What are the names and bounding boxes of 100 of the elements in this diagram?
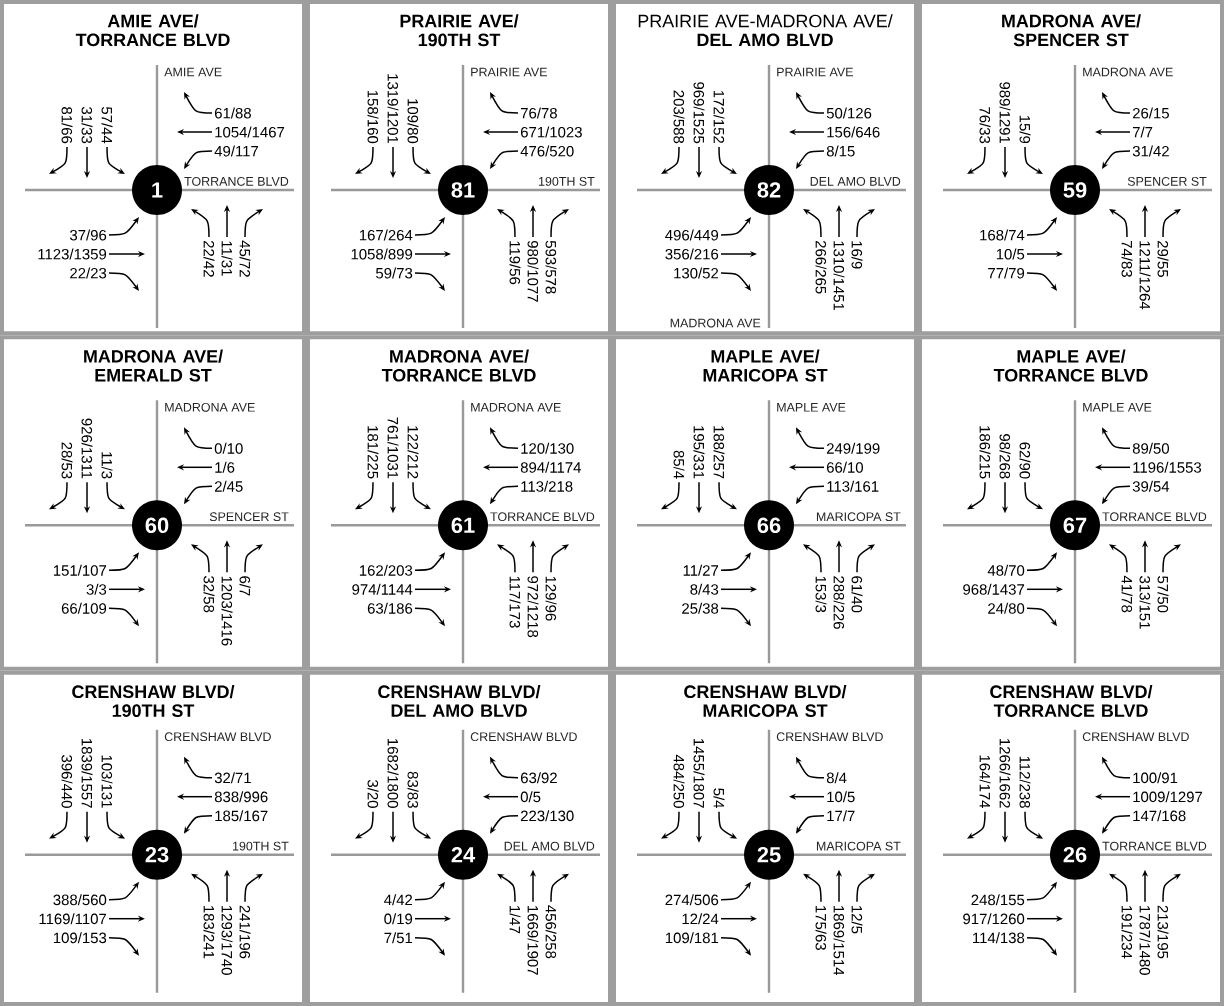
panel-box xyxy=(612,335,918,671)
street-name: MAPLE AVE xyxy=(777,403,846,412)
count-label: 109/153 xyxy=(53,932,107,944)
count-label: 671/1023 xyxy=(520,126,582,138)
count-label: 7/51 xyxy=(384,932,413,944)
street-name: 190TH ST xyxy=(233,841,289,851)
count-label: 74/83 xyxy=(1121,240,1133,277)
count-label: 45/72 xyxy=(239,240,251,277)
count-label: 129/96 xyxy=(545,576,557,621)
count-label: 926/1311 xyxy=(81,418,93,479)
count-label: 76/33 xyxy=(979,107,991,144)
count-label: 50/126 xyxy=(826,107,872,119)
count-label: 974/1144 xyxy=(352,583,413,595)
panel-box xyxy=(306,670,612,1006)
count-label: 31/42 xyxy=(1132,145,1169,157)
count-label: 1839/1557 xyxy=(81,739,93,808)
panel-title: CRENSHAW BLVD/ MARICOPA ST xyxy=(684,684,847,717)
count-label: 168/74 xyxy=(980,229,1025,241)
count-label: 62/90 xyxy=(1019,442,1031,479)
count-label: 22/42 xyxy=(203,240,215,277)
panel-title: CRENSHAW BLVD/ TORRANCE BLVD xyxy=(990,684,1153,717)
count-label: 22/23 xyxy=(70,267,107,279)
street-name: 190TH ST xyxy=(539,177,595,186)
count-label: 274/506 xyxy=(665,894,719,906)
count-label: 12/24 xyxy=(682,913,719,925)
count-label: 29/55 xyxy=(1157,240,1169,277)
count-label: 288/226 xyxy=(833,576,845,629)
count-label: 2/45 xyxy=(214,480,243,492)
count-label: 972/1218 xyxy=(527,576,539,638)
street-name: CRENSHAW BLVD xyxy=(470,732,577,742)
count-label: 156/646 xyxy=(827,126,880,138)
panel-title: MADRONA AVE/ SPENCER ST xyxy=(1002,14,1141,47)
count-label: 1211/1264 xyxy=(1139,241,1151,310)
count-label: 113/161 xyxy=(827,480,879,492)
count-label: 114/138 xyxy=(973,932,1025,944)
street-name: MADRONA AVE xyxy=(670,318,761,328)
count-label: 7/7 xyxy=(1132,126,1153,138)
panel-box xyxy=(612,670,918,1006)
count-label: 63/92 xyxy=(520,772,557,784)
count-label: 113/218 xyxy=(521,480,573,492)
panel-box xyxy=(0,335,306,671)
count-label: 223/130 xyxy=(520,810,574,822)
count-label: 153/3 xyxy=(815,576,827,613)
street-name: MADRONA AVE xyxy=(471,402,561,412)
count-label: 1054/1467 xyxy=(215,126,285,138)
count-label: 81/66 xyxy=(61,107,73,144)
count-label: 1787/1480 xyxy=(1139,906,1151,975)
count-label: 3/20 xyxy=(367,780,379,808)
count-label: 484/250 xyxy=(673,754,685,808)
count-label: 41/78 xyxy=(1121,575,1133,613)
count-label: 241/196 xyxy=(239,905,251,959)
street-name: TORRANCE BLVD xyxy=(490,512,595,522)
count-label: 59/73 xyxy=(376,267,413,279)
count-label: 181/225 xyxy=(367,426,379,479)
panel-title: MADRONA AVE/ EMERALD ST xyxy=(84,349,223,382)
count-label: 248/155 xyxy=(971,894,1025,906)
count-label: 175/63 xyxy=(815,906,827,950)
street-name: CRENSHAW BLVD xyxy=(776,732,883,742)
count-label: 76/78 xyxy=(520,107,557,119)
count-label: 188/257 xyxy=(713,426,725,479)
panel-title: MADRONA AVE/ TORRANCE BLVD xyxy=(381,349,536,382)
count-label: 1869/1514 xyxy=(833,906,845,976)
count-label: 147/168 xyxy=(1133,810,1186,822)
street-name: DEL AMO BLVD xyxy=(504,841,595,851)
street-name: CRENSHAW BLVD xyxy=(164,732,271,742)
count-label: 249/199 xyxy=(826,442,880,454)
street-name: CRENSHAW BLVD xyxy=(1082,732,1189,742)
count-label: 1293/1740 xyxy=(221,906,233,975)
count-label: 77/79 xyxy=(988,267,1025,279)
panel-box xyxy=(918,0,1224,336)
street-name: MAPLE AVE xyxy=(1083,403,1152,412)
count-label: 16/9 xyxy=(851,241,863,269)
panel-box xyxy=(918,335,1224,671)
count-label: 15/9 xyxy=(1019,115,1031,144)
count-label: 12/5 xyxy=(851,906,863,934)
count-label: 266/265 xyxy=(815,240,827,294)
count-label: 1058/899 xyxy=(351,248,413,260)
count-label: 17/7 xyxy=(827,810,855,822)
count-label: 37/96 xyxy=(69,229,107,241)
count-label: 593/578 xyxy=(545,240,557,294)
count-label: 356/216 xyxy=(665,248,719,260)
count-label: 11/31 xyxy=(221,241,233,276)
count-label: 61/88 xyxy=(214,107,251,119)
count-label: 1169/1107 xyxy=(39,913,107,925)
panel-title: AMIE AVE/ TORRANCE BLVD xyxy=(75,14,230,47)
count-label: 109/80 xyxy=(407,99,419,144)
count-label: 57/44 xyxy=(101,107,113,144)
count-label: 1669/1907 xyxy=(527,906,539,975)
count-label: 191/234 xyxy=(1121,906,1133,959)
count-label: 917/1260 xyxy=(963,913,1025,925)
panel-box xyxy=(612,0,918,336)
count-label: 396/440 xyxy=(61,755,73,808)
count-label: 83/83 xyxy=(407,771,419,808)
count-label: 24/80 xyxy=(988,602,1025,614)
count-label: 1455/1807 xyxy=(693,739,705,808)
count-label: 89/50 xyxy=(1132,442,1169,454)
panel-title: MAPLE AVE/ MARICOPA ST xyxy=(703,349,828,382)
count-label: 0/10 xyxy=(214,442,243,454)
count-label: 85/4 xyxy=(673,450,685,479)
count-label: 49/117 xyxy=(214,145,259,157)
